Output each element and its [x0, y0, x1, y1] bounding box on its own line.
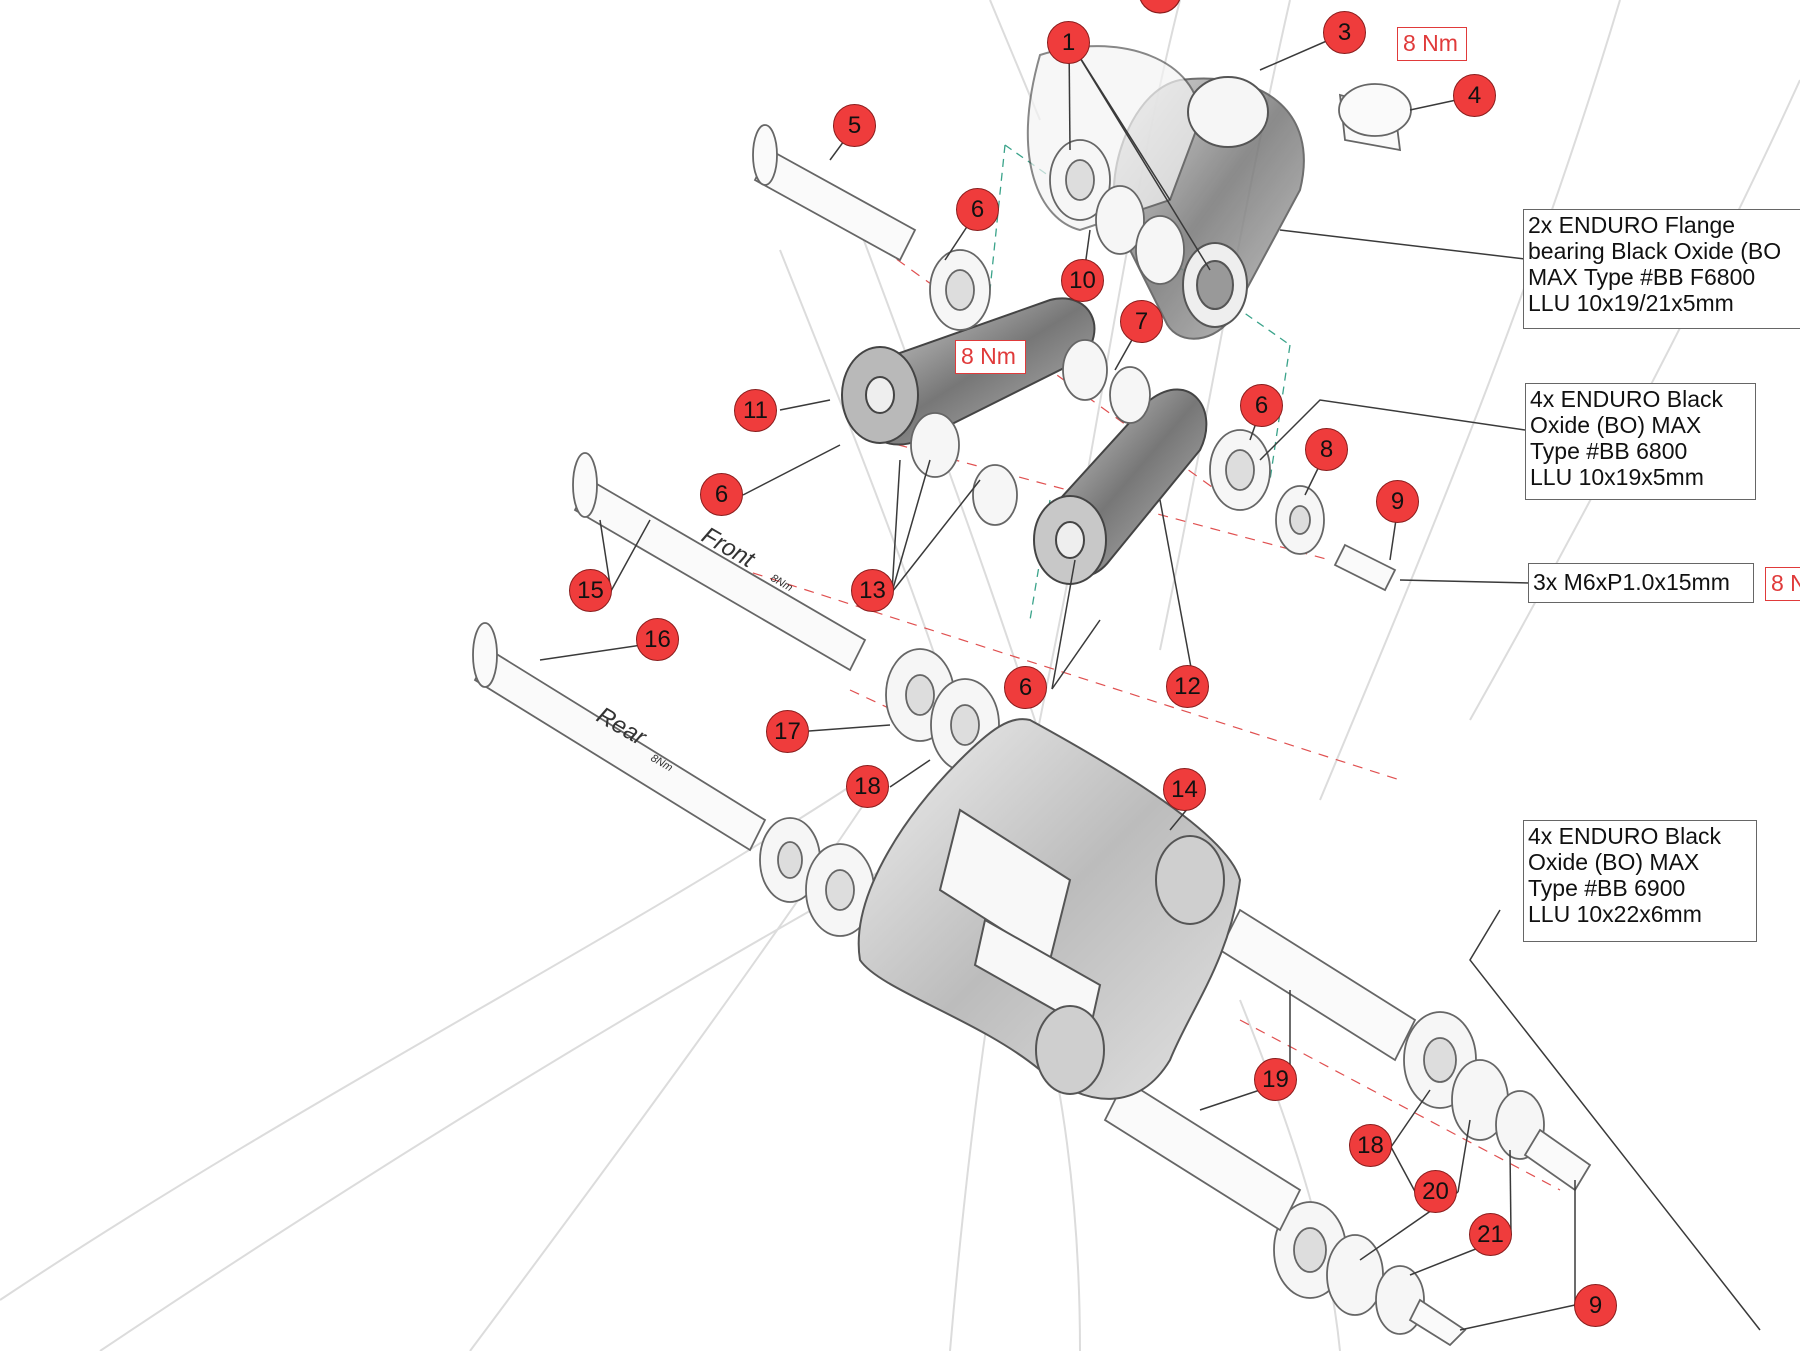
callout-9-b: 9: [1574, 1284, 1617, 1327]
callout-5: 5: [833, 104, 876, 147]
callout-8: 8: [1305, 428, 1348, 471]
callout-18-a: 18: [846, 765, 889, 808]
callout-7: 7: [1120, 300, 1163, 343]
torque-label-middle: 8 Nm: [955, 340, 1026, 374]
partial-callout: [1139, 0, 1181, 14]
callout-14: 14: [1163, 768, 1206, 811]
callout-11: 11: [734, 389, 777, 432]
axles: [472, 83, 1592, 1347]
callout-16: 16: [636, 618, 679, 661]
callout-6-b: 6: [1240, 384, 1283, 427]
spec-bearing-6900: 4x ENDURO Black Oxide (BO) MAX Type #BB …: [1523, 820, 1757, 942]
torque-label-top: 8 Nm: [1397, 27, 1467, 61]
callout-21: 21: [1469, 1213, 1512, 1256]
leader-lines: [539, 32, 1761, 1331]
callout-9-a: 9: [1376, 480, 1419, 523]
callout-3: 3: [1323, 11, 1366, 54]
callout-12: 12: [1166, 665, 1209, 708]
yoke-14: [857, 718, 1242, 1100]
callout-13: 13: [851, 569, 894, 612]
link-12: [1033, 388, 1208, 585]
spec-flange-bearing: 2x ENDURO Flange bearing Black Oxide (BO…: [1523, 209, 1800, 329]
callout-6-c: 6: [700, 473, 743, 516]
callout-10: 10: [1061, 259, 1104, 302]
spec-bearing-6800: 4x ENDURO Black Oxide (BO) MAX Type #BB …: [1525, 383, 1756, 500]
callout-1: 1: [1047, 21, 1090, 64]
callout-20: 20: [1414, 1170, 1457, 1213]
spec-bolts: 3x M6xP1.0x15mm: [1528, 563, 1754, 603]
callout-17: 17: [766, 710, 809, 753]
callout-18-b: 18: [1349, 1124, 1392, 1167]
callout-6-a: 6: [956, 188, 999, 231]
callout-4: 4: [1453, 74, 1496, 117]
callout-15: 15: [569, 569, 612, 612]
callout-6-d: 6: [1004, 666, 1047, 709]
bearings: [759, 139, 1545, 1335]
callout-19: 19: [1254, 1058, 1297, 1101]
torque-label-right: 8 N: [1765, 567, 1800, 601]
